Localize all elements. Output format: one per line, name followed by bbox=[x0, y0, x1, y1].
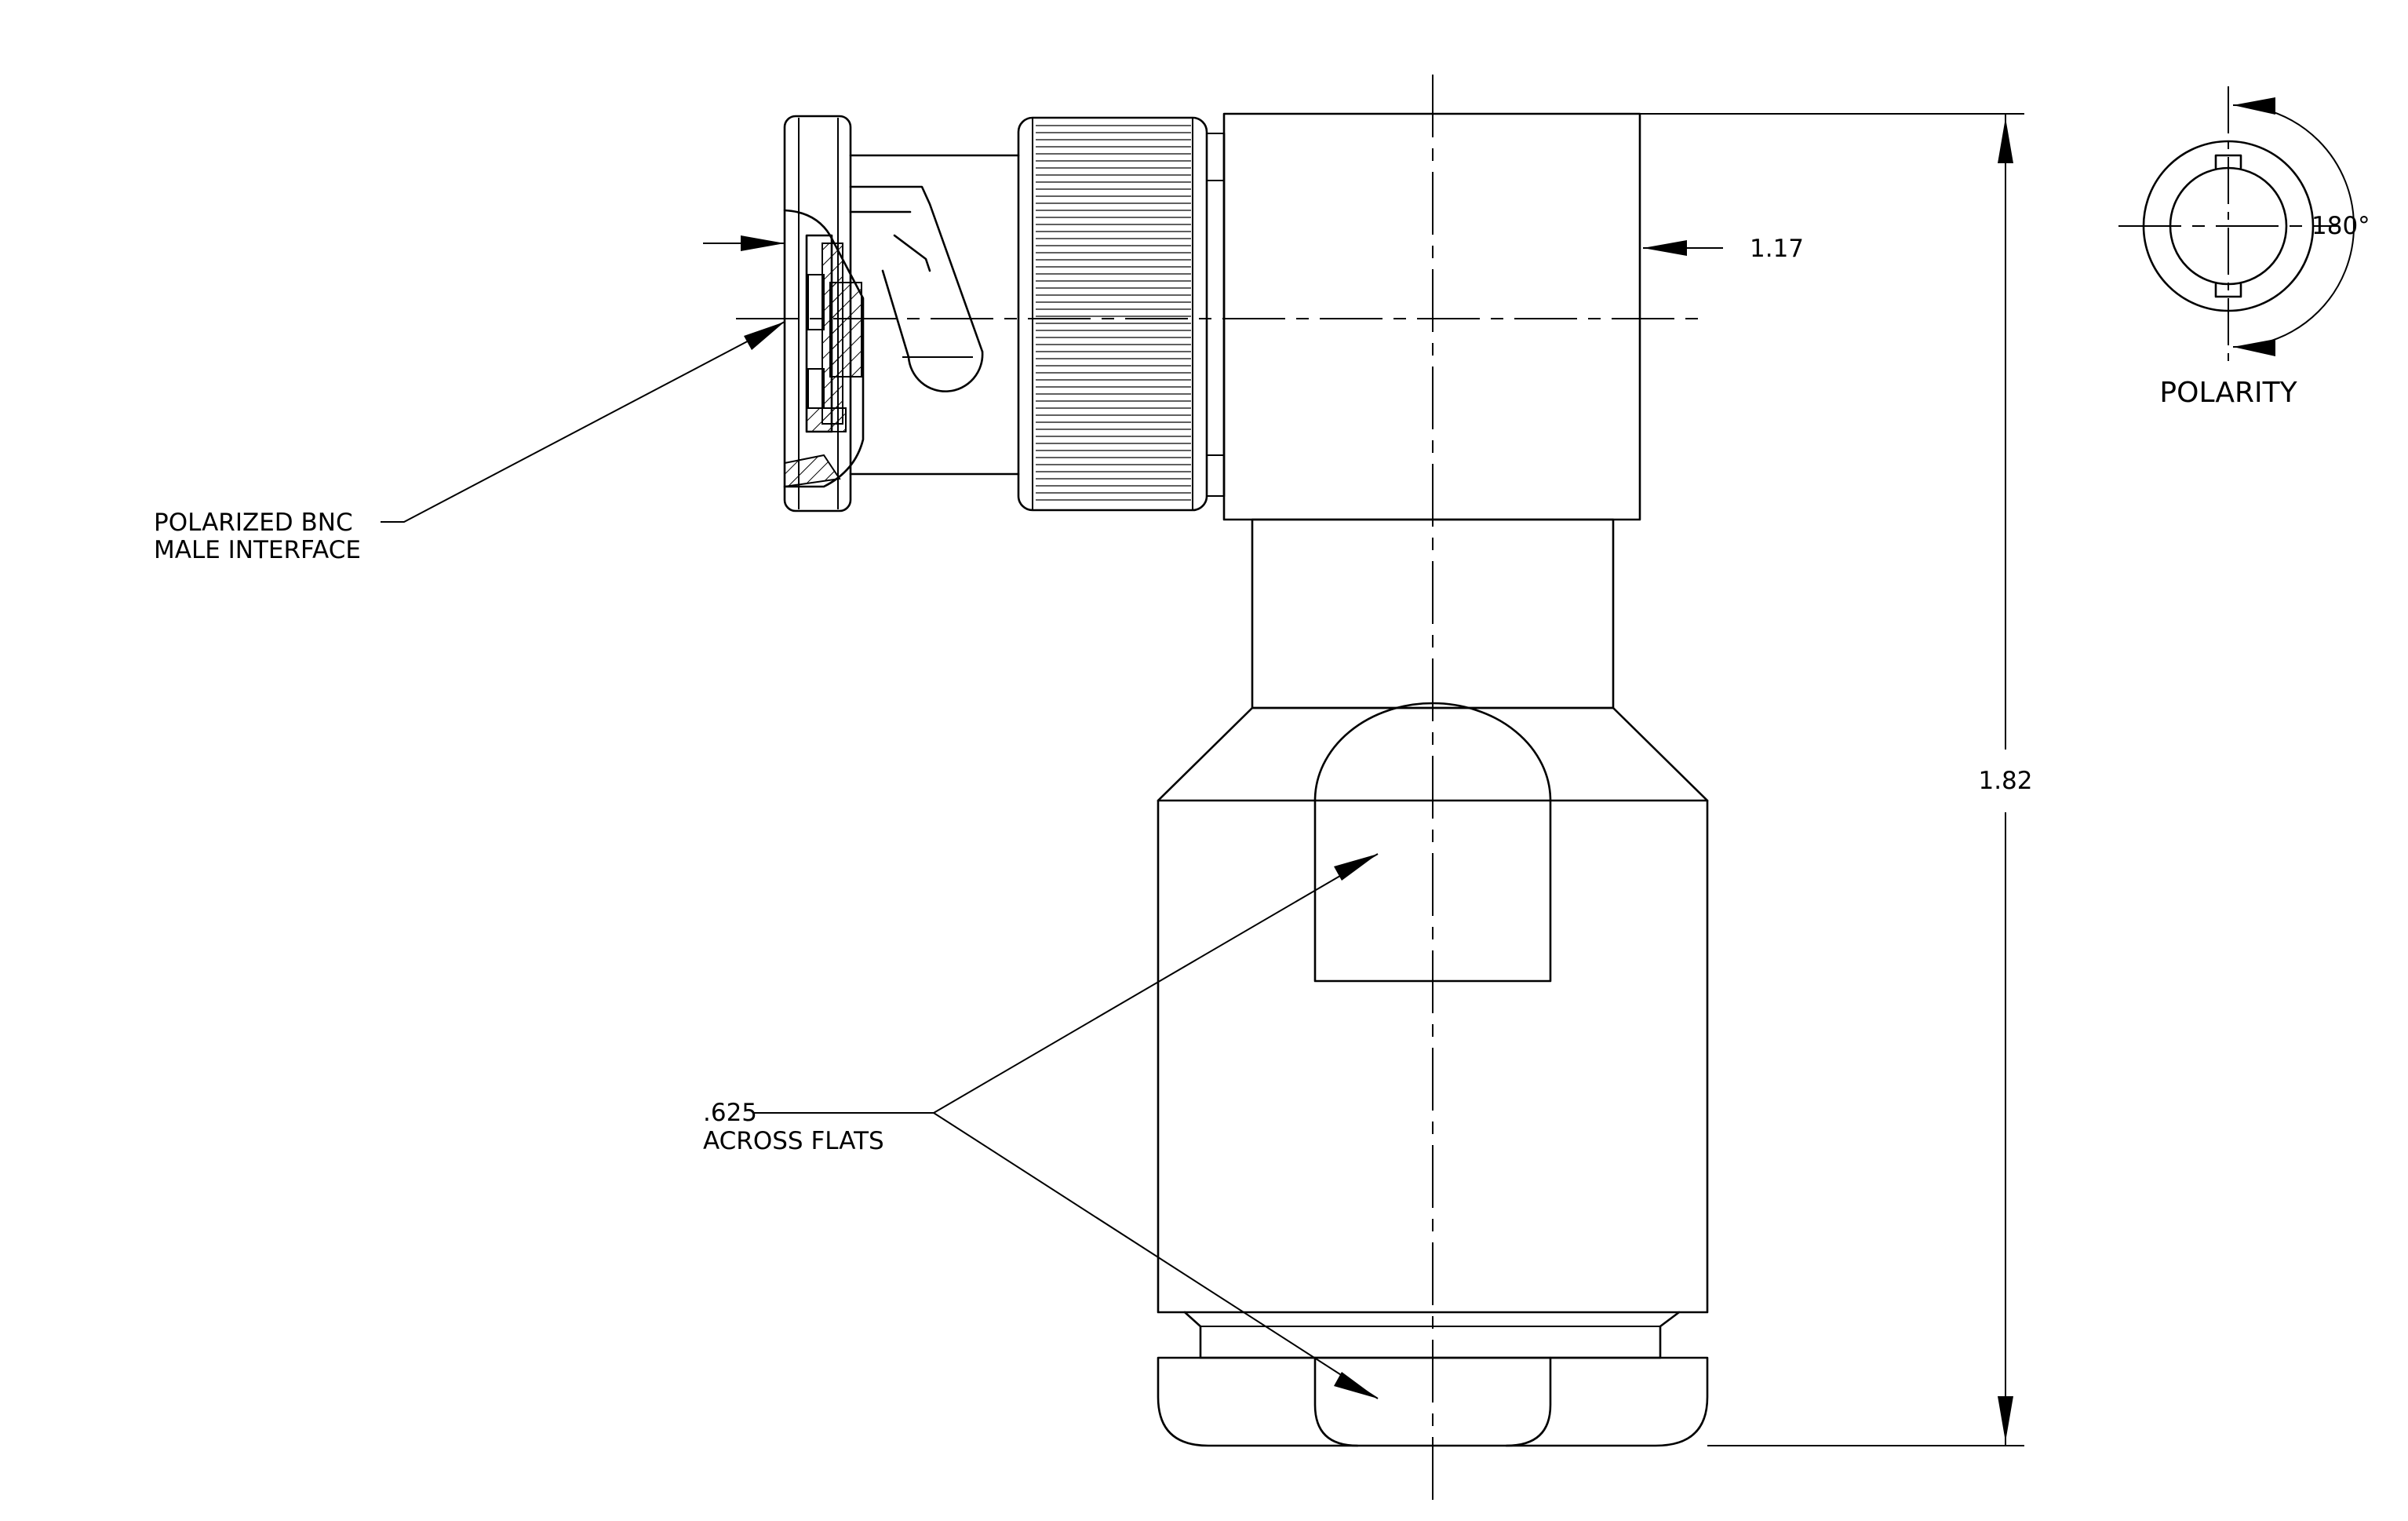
bnc-interface bbox=[783, 115, 1226, 512]
dimension-width: 1.17 bbox=[1643, 235, 1804, 263]
interface-callout: POLARIZED BNC MALE INTERFACE bbox=[154, 321, 785, 564]
flange-arrow bbox=[703, 235, 785, 251]
polarity-angle-label: 180° bbox=[2311, 212, 2370, 240]
polarity-view: 180° POLARITY bbox=[2118, 86, 2370, 409]
flats-label-line1: .625 bbox=[703, 1099, 757, 1127]
flats-label-line2: ACROSS FLATS bbox=[703, 1127, 884, 1155]
interface-label-line1: POLARIZED BNC bbox=[154, 509, 353, 537]
width-dimension-label: 1.17 bbox=[1750, 235, 1804, 263]
interface-label-line2: MALE INTERFACE bbox=[154, 536, 361, 564]
center-lines bbox=[736, 75, 1703, 1503]
flats-callout: .625 ACROSS FLATS bbox=[703, 853, 1379, 1399]
polarity-title: POLARITY bbox=[2159, 377, 2297, 409]
dimension-height: 1.82 bbox=[1640, 113, 2033, 1446]
knurl-pattern bbox=[1036, 125, 1191, 501]
height-dimension-label: 1.82 bbox=[1978, 767, 2032, 795]
